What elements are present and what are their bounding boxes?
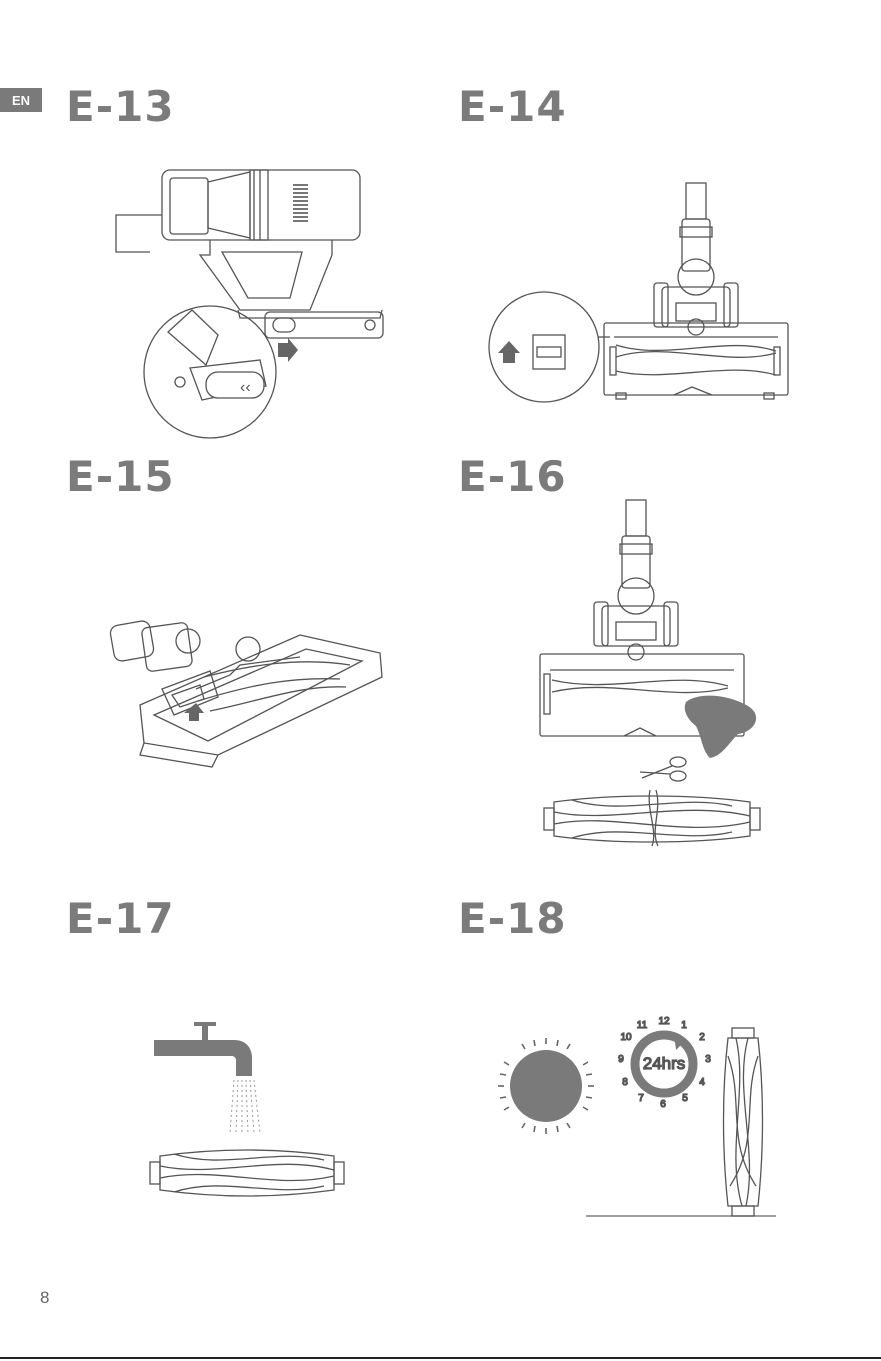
clock-number-12: 12 <box>658 1016 670 1027</box>
clock-number-7: 7 <box>638 1093 644 1104</box>
clock-number-8: 8 <box>622 1077 628 1088</box>
roller-brush-icon <box>544 790 760 846</box>
illustration-e14 <box>486 175 806 410</box>
clock-number-4: 4 <box>699 1077 705 1088</box>
step-label-e16: E-16 <box>458 456 567 498</box>
illustration-e13: ‹‹ <box>110 160 400 445</box>
step-label-e18: E-18 <box>458 898 567 940</box>
clock-number-5: 5 <box>682 1093 688 1104</box>
svg-text:‹‹: ‹‹ <box>240 379 251 396</box>
arrow-icon <box>278 338 298 362</box>
clock-number-3: 3 <box>705 1054 711 1065</box>
roller-brush-icon <box>724 1028 763 1216</box>
language-tab: EN <box>0 88 42 112</box>
clock-number-11: 11 <box>637 1020 648 1031</box>
clock-number-6: 6 <box>660 1099 666 1110</box>
step-label-e15: E-15 <box>66 456 175 498</box>
floor-brush-icon <box>604 183 788 399</box>
clock-number-1: 1 <box>681 1020 687 1031</box>
illustration-e16 <box>532 494 782 854</box>
scissors-icon <box>640 757 686 781</box>
arrow-icon <box>184 703 204 721</box>
step-label-e14: E-14 <box>458 86 567 128</box>
arrow-icon <box>498 341 520 363</box>
roller-brush-icon <box>150 1150 344 1196</box>
sun-icon <box>498 1038 594 1134</box>
clock-number-10: 10 <box>620 1032 632 1043</box>
cloth-icon <box>685 696 756 758</box>
illustration-e17 <box>148 1018 358 1198</box>
clock-center-text: 24hrs <box>643 1054 686 1073</box>
illustration-e18: 12 1 2 3 4 5 6 7 8 9 10 11 24hrs <box>490 1010 790 1235</box>
vacuum-handle-icon <box>116 170 383 338</box>
clock-icon: 12 1 2 3 4 5 6 7 8 9 10 11 24hrs <box>618 1016 711 1110</box>
step-label-e17: E-17 <box>66 898 175 940</box>
page-number: 8 <box>40 1288 49 1308</box>
clock-number-2: 2 <box>699 1032 705 1043</box>
step-label-e13: E-13 <box>66 86 175 128</box>
bottom-rule <box>0 1357 881 1359</box>
clock-number-9: 9 <box>618 1054 624 1065</box>
tap-icon <box>154 1022 252 1076</box>
illustration-e15 <box>100 605 390 775</box>
floor-brush-icon <box>109 620 382 767</box>
